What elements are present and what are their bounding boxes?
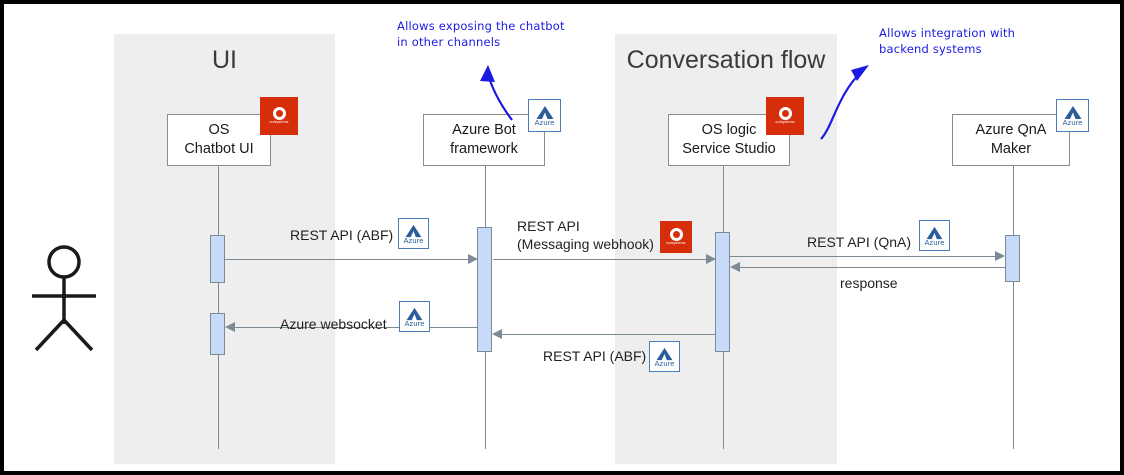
- message-line-azure-websocket: [235, 327, 477, 328]
- azure-icon: Azure: [1056, 99, 1089, 132]
- outsystems-icon: outsystems: [660, 221, 692, 253]
- message-line-rest-api-abf-return: [502, 334, 715, 335]
- azure-glyph: [406, 307, 423, 320]
- arrow-head-right: [706, 254, 716, 264]
- outsystems-icon-label: outsystems: [775, 120, 795, 125]
- message-line-rest-api-qna: [730, 256, 996, 257]
- azure-glyph: [1064, 106, 1081, 120]
- azure-glyph: [405, 224, 422, 237]
- outsystems-icon-label: outsystems: [269, 120, 289, 125]
- message-line-response: [740, 267, 1005, 268]
- azure-icon: Azure: [528, 99, 561, 132]
- message-label-rest-api-abf-return: REST API (ABF): [543, 348, 647, 364]
- outsystems-icon: outsystems: [260, 97, 298, 135]
- azure-icon-label: Azure: [404, 318, 425, 328]
- arrow-head-left: [730, 262, 740, 272]
- annotation-backend-integration: Allows integration with backend systems: [879, 26, 1016, 56]
- activation-bar-azure-bot-framework: [477, 227, 492, 352]
- lifeline-azure-qna-maker: [1013, 164, 1014, 449]
- outsystems-ring: [778, 106, 792, 120]
- azure-icon-label: Azure: [534, 118, 555, 128]
- azure-icon: Azure: [649, 341, 680, 372]
- message-label-response: response: [840, 275, 898, 291]
- node-azure-qna-maker-label: Azure QnA Maker: [975, 121, 1047, 157]
- node-os-chatbot-ui[interactable]: OS Chatbot UI: [167, 114, 271, 166]
- azure-glyph: [656, 347, 673, 360]
- azure-icon-label: Azure: [1062, 118, 1083, 128]
- message-label-rest-api-abf: REST API (ABF): [290, 227, 394, 243]
- user-actor: [32, 245, 96, 352]
- annotation-arrow-2: [820, 65, 869, 140]
- arrow-head-right: [995, 251, 1005, 261]
- annotation-arrow-1: [480, 65, 513, 121]
- message-label-rest-api-qna: REST API (QnA): [807, 234, 911, 250]
- arrow-head-right: [468, 254, 478, 264]
- node-os-chatbot-ui-label: OS Chatbot UI: [184, 121, 254, 157]
- outsystems-icon-label: outsystems: [666, 241, 686, 246]
- azure-icon-label: Azure: [403, 235, 424, 245]
- node-os-logic-service-studio-label: OS logic Service Studio: [682, 121, 776, 157]
- activation-bar-chatbot-ui-2: [210, 313, 225, 355]
- azure-icon: Azure: [919, 220, 950, 251]
- azure-icon-label: Azure: [654, 358, 675, 368]
- azure-icon: Azure: [398, 218, 429, 249]
- node-azure-qna-maker[interactable]: Azure QnA Maker: [952, 114, 1070, 166]
- node-azure-bot-framework[interactable]: Azure Bot framework: [423, 114, 545, 166]
- azure-glyph: [926, 226, 943, 239]
- arrow-head-left: [225, 322, 235, 332]
- message-line-rest-api-messaging-webhook: [493, 259, 715, 260]
- band-title-ui: UI: [212, 46, 237, 74]
- message-line-rest-api-abf: [225, 259, 475, 260]
- azure-icon-label: Azure: [924, 237, 945, 247]
- band-title-conversation-flow: Conversation flow: [626, 46, 826, 74]
- activation-bar-chatbot-ui-1: [210, 235, 225, 283]
- message-label-rest-api-messaging-webhook: REST API (Messaging webhook): [517, 218, 654, 253]
- activation-bar-os-logic-service-studio: [715, 232, 730, 352]
- azure-icon: Azure: [399, 301, 430, 332]
- arrow-head-left: [492, 329, 502, 339]
- outsystems-icon: outsystems: [766, 97, 804, 135]
- azure-glyph: [536, 106, 553, 120]
- outsystems-ring: [272, 106, 286, 120]
- activation-bar-azure-qna-maker: [1005, 235, 1020, 282]
- message-label-azure-websocket: Azure websocket: [280, 316, 387, 332]
- annotation-exposing-chatbot: Allows exposing the chatbot in other cha…: [397, 19, 565, 49]
- node-azure-bot-framework-label: Azure Bot framework: [450, 121, 518, 157]
- outsystems-ring: [669, 227, 683, 241]
- lifeline-os-chatbot-ui: [218, 164, 219, 449]
